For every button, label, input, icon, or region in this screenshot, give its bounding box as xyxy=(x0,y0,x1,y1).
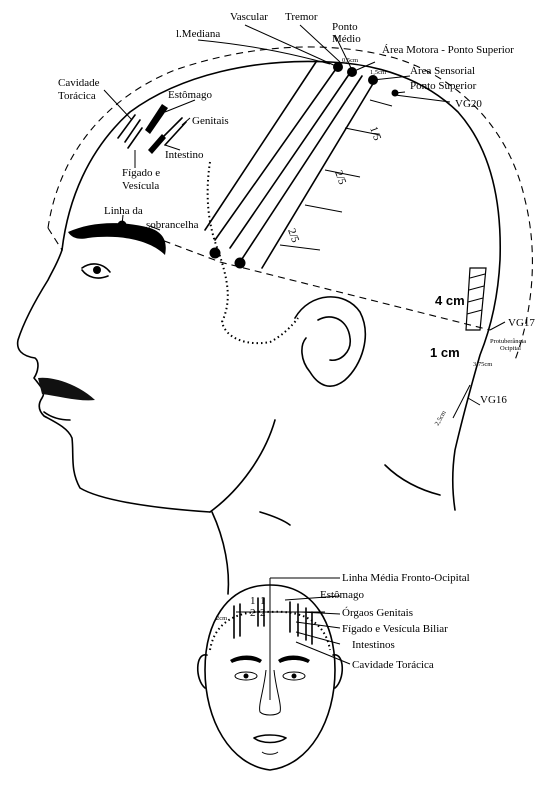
label-area-sensorial: Área Sensorial xyxy=(410,65,475,77)
motor-line-3 xyxy=(239,75,363,263)
front-head-outline xyxy=(204,584,336,771)
label-frac-2-5: 2/5 xyxy=(332,169,348,187)
point-sensorial-inferior xyxy=(234,257,246,269)
label-linha-media: Linha Média Fronto-Ocipital xyxy=(342,572,470,584)
eyebrow xyxy=(68,223,166,255)
label-protuberancia-1: Protuberância xyxy=(490,338,526,345)
label-vg17: VG17 xyxy=(508,317,535,329)
front-chin xyxy=(261,751,279,755)
label-ponto-medio-2: Médio xyxy=(332,33,361,45)
label-intestino: Intestino xyxy=(165,149,204,161)
label-figado-vesicula-1: Fígado e xyxy=(122,167,160,179)
label-0-5cm: 0,5cm xyxy=(342,57,358,64)
label-2cm: 2cm xyxy=(216,615,227,622)
front-hairline-dotted xyxy=(209,610,331,651)
brow-occiput-dashed-line xyxy=(129,227,491,331)
label-vascular: Vascular xyxy=(230,11,268,23)
front-ear-right xyxy=(332,654,344,689)
label-protuberancia-2: Ocipital xyxy=(500,345,521,352)
label-genitais: Genitais xyxy=(192,115,229,127)
throat-line xyxy=(259,511,291,526)
motor-line-2 xyxy=(229,69,353,249)
label-l-mediana: l.Mediana xyxy=(176,28,220,40)
front-zone-bars xyxy=(233,597,313,645)
label-front-frac-2b: 2 xyxy=(260,607,266,619)
hairline-dotted xyxy=(206,161,299,345)
vascular-line xyxy=(204,61,317,231)
label-figado-vesicula-biliar: Fígado e Vesícula Biliar xyxy=(342,623,448,635)
eye-pupil xyxy=(93,266,101,274)
label-front-frac-2a: 2 xyxy=(250,607,256,619)
eye xyxy=(81,263,111,279)
label-1-5cm: 1,5cm xyxy=(370,69,386,76)
label-1cm: 1 cm xyxy=(430,345,460,360)
front-nose xyxy=(259,669,281,716)
label-frac-2-5b: 2/5 xyxy=(285,227,301,245)
fraction-bracket xyxy=(279,99,393,251)
label-area-motora: Área Motora - Ponto Superior xyxy=(382,44,514,56)
sensory-line xyxy=(261,81,375,269)
label-tremor: Tremor xyxy=(285,11,318,23)
zone-toracica xyxy=(117,114,141,143)
front-eye-left xyxy=(234,671,258,681)
label-ponto-medio-1: Ponto xyxy=(332,21,358,33)
ear xyxy=(294,296,367,387)
neck-front xyxy=(211,511,230,595)
zone-estomago xyxy=(145,104,168,134)
profile-head-figure xyxy=(16,24,533,595)
front-face-figure xyxy=(196,577,351,771)
zone-genitais xyxy=(159,117,187,146)
zone-intestino xyxy=(148,134,166,154)
mouth-line xyxy=(43,411,71,421)
jaw-line xyxy=(209,419,276,513)
label-2-5cm: 2,5cm xyxy=(434,410,448,427)
mustache xyxy=(38,377,95,401)
front-pupil-right xyxy=(291,673,297,679)
label-ponto-superior: Ponto Superior xyxy=(410,80,477,92)
front-eye-right xyxy=(282,671,306,681)
point-motor-inferior xyxy=(209,247,221,259)
label-3-75cm: 3,75cm xyxy=(473,361,492,368)
label-front-frac-1b: 1 xyxy=(260,595,266,607)
front-pupil-left xyxy=(243,673,249,679)
label-frac-1-5: 1/5 xyxy=(367,125,383,143)
label-linha-sobrancelha: Linha dasobrancelha xyxy=(104,205,199,231)
label-front-frac-1a: 1 xyxy=(250,595,256,607)
front-leaders xyxy=(270,577,351,665)
label-front-estomago: Estômago xyxy=(320,589,364,601)
vg17-bar-hatch xyxy=(466,273,486,315)
label-front-cavidade-toracica: Cavidade Torácica xyxy=(352,659,434,671)
front-brow-left xyxy=(230,655,262,663)
zone-figado xyxy=(127,127,143,149)
lateral-dashed-line xyxy=(47,227,63,251)
label-estomago: Estômago xyxy=(168,89,212,101)
label-linha-sobrancelha-2: sobrancelha xyxy=(146,219,199,231)
scalp-dashed-outline xyxy=(47,46,533,361)
front-ear-left xyxy=(196,654,208,689)
label-vg20: VG20 xyxy=(455,98,482,110)
label-intestinos: Intestinos xyxy=(352,639,395,651)
front-brow-right xyxy=(278,655,310,663)
neck-back-line xyxy=(384,464,441,496)
label-linha-sobrancelha-1: Linha da xyxy=(104,205,143,217)
label-figado-vesicula-2: Vesícula xyxy=(122,180,159,192)
label-vg16: VG16 xyxy=(480,394,507,406)
label-4cm: 4 cm xyxy=(435,293,465,308)
front-mouth xyxy=(253,734,287,744)
motor-line-1 xyxy=(214,65,339,241)
head-outline xyxy=(61,60,502,511)
label-orgaos-genitais: Órgaos Genitais xyxy=(342,607,413,619)
leader-lines xyxy=(103,24,506,419)
vg17-bar xyxy=(465,267,487,331)
label-cavidade-toracica-1: Cavidade xyxy=(58,77,100,89)
label-cavidade-toracica-2: Torácica xyxy=(58,90,96,102)
